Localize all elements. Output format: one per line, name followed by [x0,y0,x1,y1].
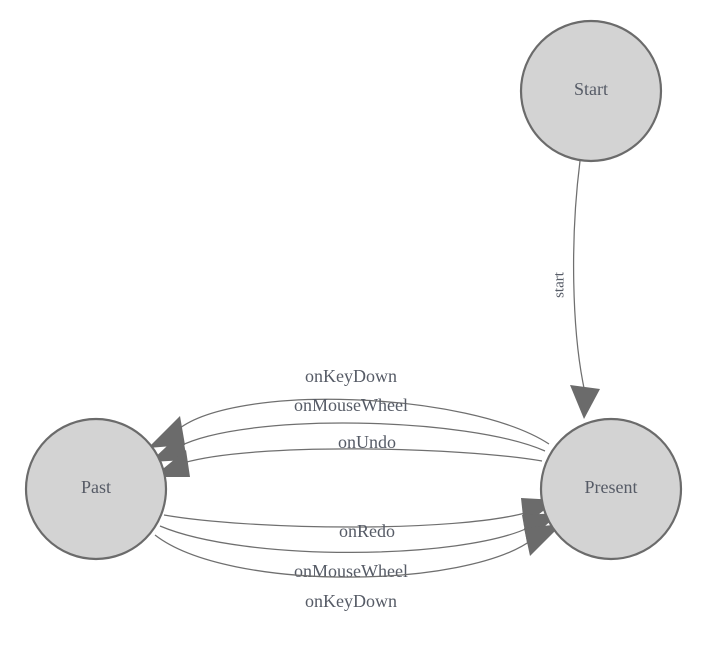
edge-past-to-present-onredo-path [163,511,530,528]
edge-start-to-present[interactable]: start [551,160,600,419]
node-start-circle [519,19,663,163]
edge-start-to-present-path [572,160,585,389]
node-present-label: Present [585,477,638,497]
arrowhead-start-to-present [570,385,600,419]
edge-present-to-past-onundo[interactable] [153,448,543,477]
node-past[interactable]: Past [24,417,168,561]
edge-label-onmousewheel-lower: onMouseWheel [294,561,408,581]
edge-present-to-past-onmousewheel-path [177,422,546,452]
edge-label-start: start [551,271,567,298]
node-present-circle [539,417,683,561]
edge-past-to-present-onkeydown-path [154,534,534,578]
edge-label-onmousewheel-upper: onMouseWheel [294,395,408,415]
edge-past-to-present-onmousewheel-path [159,525,531,553]
node-start-label: Start [574,79,608,99]
edge-past-to-present-onkeydown[interactable] [154,524,562,578]
edge-label-onundo: onUndo [338,432,396,452]
edge-present-to-past-onkeydown-path [174,398,550,445]
edge-present-to-past-onundo-path [182,448,543,464]
edge-label-onkeydown-upper: onKeyDown [305,366,397,386]
node-past-circle [24,417,168,561]
node-start[interactable]: Start [519,19,663,163]
arrowhead-past-to-present-onkeydown [524,524,562,556]
arrowhead-present-to-past-onmousewheel [150,432,187,462]
edge-label-onkeydown-lower: onKeyDown [305,591,397,611]
edge-present-to-past-onmousewheel[interactable] [150,422,546,462]
node-present[interactable]: Present [539,417,683,561]
node-past-label: Past [81,477,111,497]
edge-label-onredo: onRedo [339,521,395,541]
